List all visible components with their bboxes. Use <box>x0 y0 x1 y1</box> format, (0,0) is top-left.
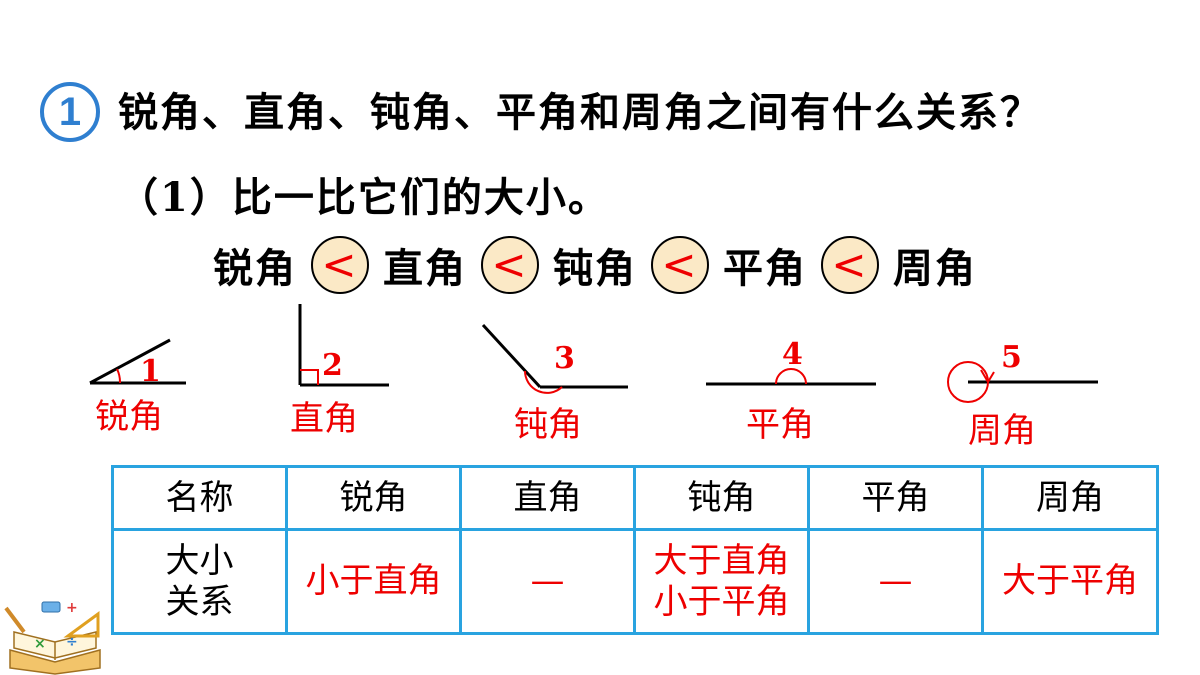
header-cell-right: 直角 <box>459 465 636 531</box>
acute-angle-name: 锐角 <box>95 397 163 437</box>
table-row: 大小 关系 小于直角 — 大于直角 小于平角 — 大于平角 <box>111 528 1159 635</box>
sub-question-text: （1）比一比它们的大小。 <box>118 174 610 221</box>
less-than-symbol: < <box>821 236 879 294</box>
right-angle-number: 2 <box>322 348 343 383</box>
right-angle-figure: 2 直角 <box>290 304 389 439</box>
compare-item-full: 周角 <box>893 245 977 292</box>
straight-angle-number: 4 <box>782 337 803 372</box>
less-than-symbol: < <box>311 236 369 294</box>
header-cell-name: 名称 <box>111 465 288 531</box>
cell-straight-relation: — <box>807 528 984 635</box>
angle-figures: 1 锐角 2 直角 3 钝角 4 平角 5 周角 <box>89 304 1098 451</box>
svg-text:×: × <box>34 636 46 652</box>
full-angle-number: 5 <box>1001 340 1022 375</box>
compare-item-acute: 锐角 <box>213 245 297 292</box>
full-angle-figure: 5 周角 <box>947 340 1098 451</box>
table-header-row: 名称 锐角 直角 钝角 平角 周角 <box>111 465 1159 531</box>
obtuse-relation-line: 大于直角 <box>653 540 790 581</box>
cell-acute-relation: 小于直角 <box>285 528 462 635</box>
cell-right-relation: — <box>459 528 636 635</box>
stationery-decoration-icon: × ÷ + <box>4 600 101 675</box>
cell-full-relation: 大于平角 <box>981 528 1159 635</box>
full-angle-name: 周角 <box>968 411 1036 451</box>
header-cell-acute: 锐角 <box>285 465 462 531</box>
obtuse-angle-name: 钝角 <box>514 405 582 445</box>
less-than-symbol: < <box>651 236 709 294</box>
header-cell-straight: 平角 <box>807 465 984 531</box>
angle-size-table: 名称 锐角 直角 钝角 平角 周角 大小 关系 小于直角 — 大于直角 小于平角… <box>111 465 1159 635</box>
compare-item-obtuse: 钝角 <box>553 245 637 292</box>
obtuse-angle-figure: 3 钝角 <box>481 323 628 445</box>
question-number-badge: 1 <box>40 82 100 142</box>
header-cell-full: 周角 <box>981 465 1159 531</box>
row-label-size-relation: 大小 关系 <box>111 528 288 635</box>
header-cell-obtuse: 钝角 <box>633 465 810 531</box>
cell-obtuse-relation: 大于直角 小于平角 <box>633 528 810 635</box>
acute-angle-number: 1 <box>140 354 161 389</box>
straight-angle-figure: 4 平角 <box>706 337 876 445</box>
row-label-line: 大小 <box>165 540 234 581</box>
straight-angle-name: 平角 <box>746 405 814 445</box>
obtuse-angle-number: 3 <box>554 341 575 376</box>
compare-item-right: 直角 <box>383 245 467 292</box>
svg-text:+: + <box>66 600 78 616</box>
question-text: 锐角、直角、钝角、平角和周角之间有什么关系？ <box>118 89 1042 136</box>
size-comparison: 锐角 < 直角 < 钝角 < 平角 < 周角 <box>213 236 977 294</box>
less-than-symbol: < <box>481 236 539 294</box>
compare-item-straight: 平角 <box>723 245 807 292</box>
row-label-line: 关系 <box>165 581 234 622</box>
obtuse-relation-line: 小于平角 <box>653 581 790 622</box>
svg-text:÷: ÷ <box>66 634 78 650</box>
acute-angle-figure: 1 锐角 <box>89 338 186 437</box>
right-angle-name: 直角 <box>290 399 358 439</box>
